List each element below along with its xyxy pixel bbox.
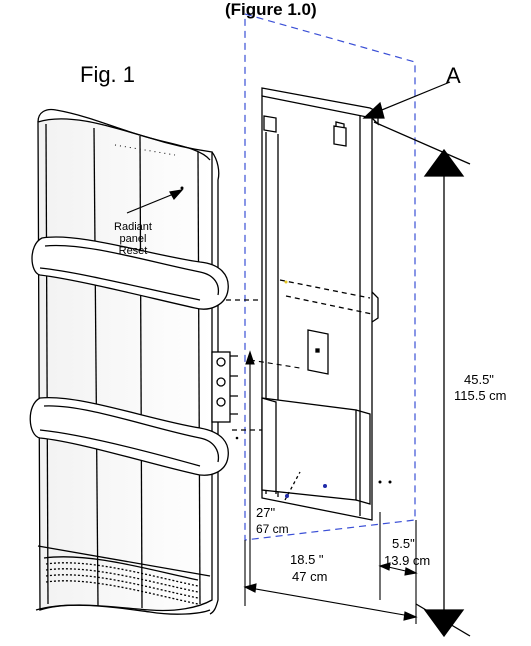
height-cm-label: 115.5 cm bbox=[454, 388, 507, 403]
floor-cm-label: 67 cm bbox=[256, 522, 289, 536]
reset-label: Radiant panel Reset bbox=[98, 221, 168, 257]
panel-top-cap bbox=[37, 108, 211, 161]
reset-label-line-3: Reset bbox=[118, 245, 148, 257]
panel-rib-3 bbox=[139, 135, 143, 609]
accent-dot bbox=[284, 280, 288, 284]
panel-body bbox=[37, 118, 213, 612]
height-dimension bbox=[373, 121, 471, 638]
side-cm-label: 13.9 cm bbox=[384, 553, 431, 568]
reset-label-line-2: panel bbox=[119, 233, 147, 245]
figure-label: Fig. 1 bbox=[80, 62, 136, 87]
bracket-top-hook bbox=[333, 125, 347, 147]
side-inches-label: 5.5" bbox=[392, 536, 415, 551]
callout-a-label: A bbox=[446, 63, 461, 88]
radiant-panel bbox=[29, 108, 238, 615]
width-dimension bbox=[243, 512, 418, 624]
panel-rib-4 bbox=[197, 151, 201, 605]
height-inches-label: 45.5" bbox=[464, 372, 494, 387]
reset-callout-arrow bbox=[126, 189, 184, 214]
panel-rib-2 bbox=[93, 127, 99, 607]
figure-header: (Figure 1.0) bbox=[225, 0, 317, 19]
handle-upper bbox=[31, 236, 229, 310]
wall-bracket bbox=[226, 87, 392, 521]
reset-label-line-1: Radiant bbox=[114, 221, 152, 233]
width-inches-label: 18.5 " bbox=[290, 552, 324, 567]
panel-rib-1 bbox=[45, 123, 49, 605]
floor-clearance-dimension bbox=[245, 350, 301, 590]
floor-inches-label: 27" bbox=[256, 505, 276, 520]
reset-point bbox=[180, 186, 184, 190]
callout-a-arrow bbox=[362, 81, 451, 119]
bottom-grille-1 bbox=[43, 556, 199, 581]
width-cm-label: 47 cm bbox=[292, 569, 328, 584]
control-box bbox=[211, 351, 231, 423]
handle-lower bbox=[29, 396, 229, 476]
